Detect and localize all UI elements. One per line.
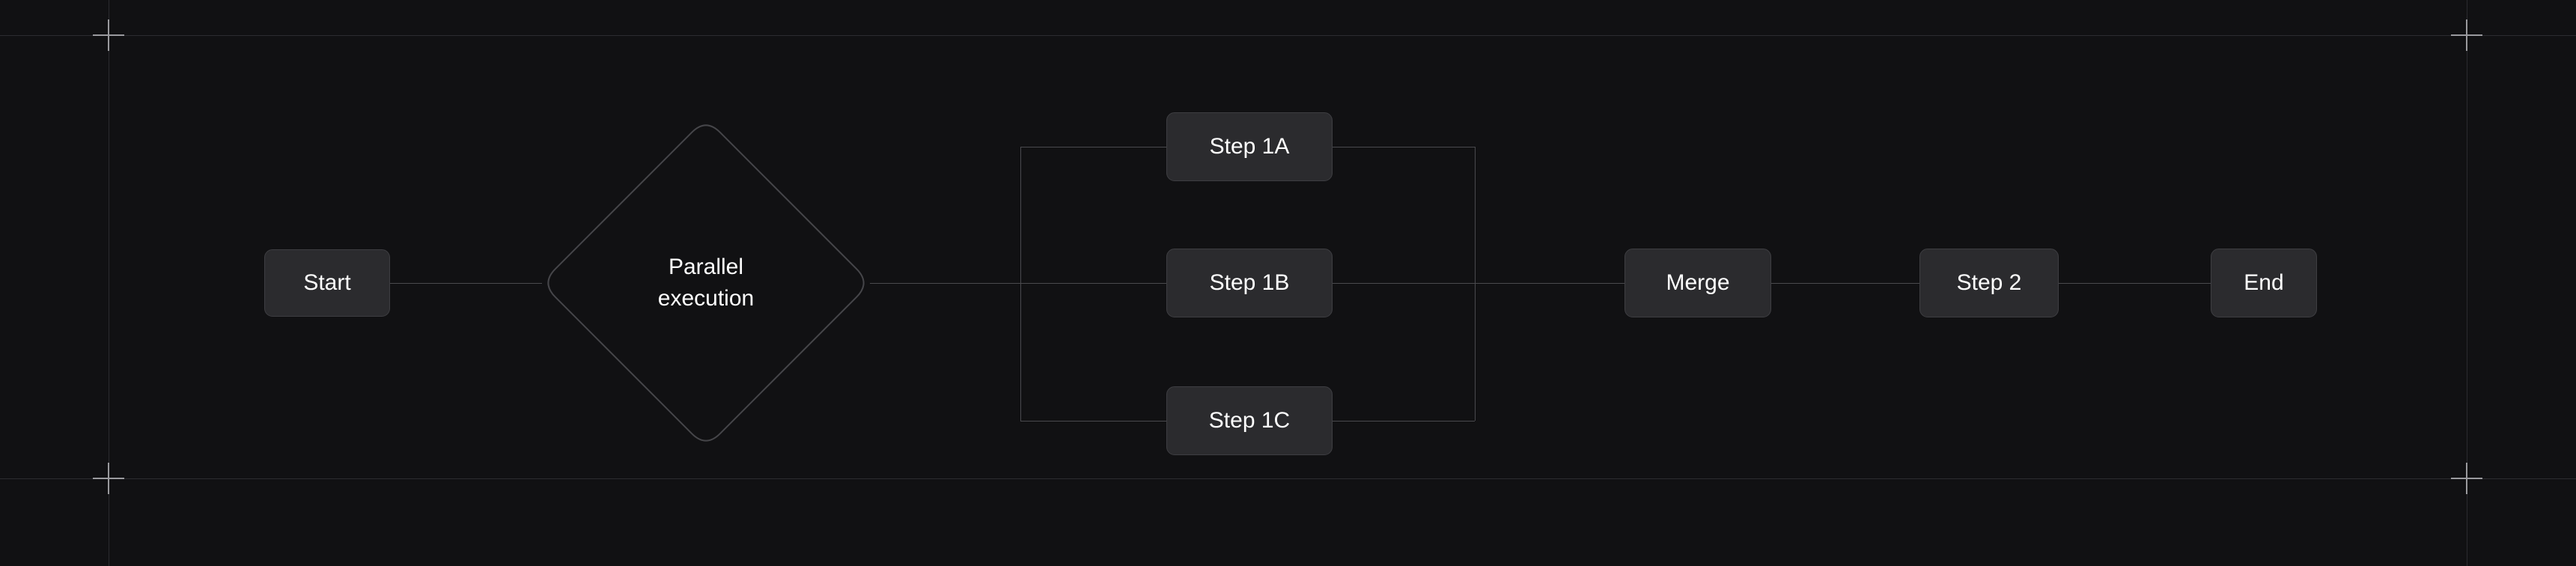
crosshair-top-right[interactable]	[2451, 19, 2482, 51]
decision-node-parallel[interactable]: Parallel execution	[541, 118, 871, 448]
flow-node-label: Merge	[1666, 270, 1730, 295]
diamond-shape-icon	[547, 124, 865, 442]
flow-node-merge[interactable]: Merge	[1625, 249, 1771, 317]
flow-node-step1b[interactable]: Step 1B	[1166, 249, 1333, 317]
edge-join-to-merge	[1475, 283, 1625, 284]
crosshair-top-left[interactable]	[93, 19, 124, 51]
flow-node-label: Step 1B	[1209, 270, 1290, 295]
edge-step2-to-end	[2059, 283, 2211, 284]
edge-join-vertical	[1475, 147, 1476, 421]
flow-node-label: Step 1A	[1209, 134, 1290, 159]
flow-node-start[interactable]: Start	[264, 249, 390, 317]
decision-node-label: Parallel execution	[541, 118, 871, 448]
crosshair-bottom-left[interactable]	[93, 463, 124, 494]
edge-step1c-to-join	[1333, 421, 1475, 422]
guide-line-horizontal-0	[0, 35, 2576, 36]
edge-start-to-parallel	[390, 283, 542, 284]
diamond-outline	[547, 124, 865, 442]
guide-line-horizontal-1	[0, 478, 2576, 479]
edge-merge-to-step2	[1771, 283, 1919, 284]
edge-step1b-to-join	[1333, 283, 1475, 284]
crosshair-bottom-right[interactable]	[2451, 463, 2482, 494]
flow-node-step2[interactable]: Step 2	[1919, 249, 2059, 317]
edge-parallel-to-split	[870, 283, 1020, 284]
flow-node-label: End	[2244, 270, 2284, 295]
decision-node-label-line2: execution	[657, 286, 755, 311]
flow-node-label: Start	[303, 270, 351, 295]
decision-node-label-line1: Parallel	[668, 255, 744, 279]
flow-node-label: Step 1C	[1208, 408, 1291, 433]
flow-node-step1a[interactable]: Step 1A	[1166, 112, 1333, 181]
edge-split-vertical	[1020, 147, 1021, 421]
flow-node-step1c[interactable]: Step 1C	[1166, 386, 1333, 455]
edge-split-to-step1b	[1020, 283, 1166, 284]
flow-node-label: Step 2	[1956, 270, 2022, 295]
flow-node-end[interactable]: End	[2211, 249, 2317, 317]
edge-split-to-step1c	[1020, 421, 1166, 422]
